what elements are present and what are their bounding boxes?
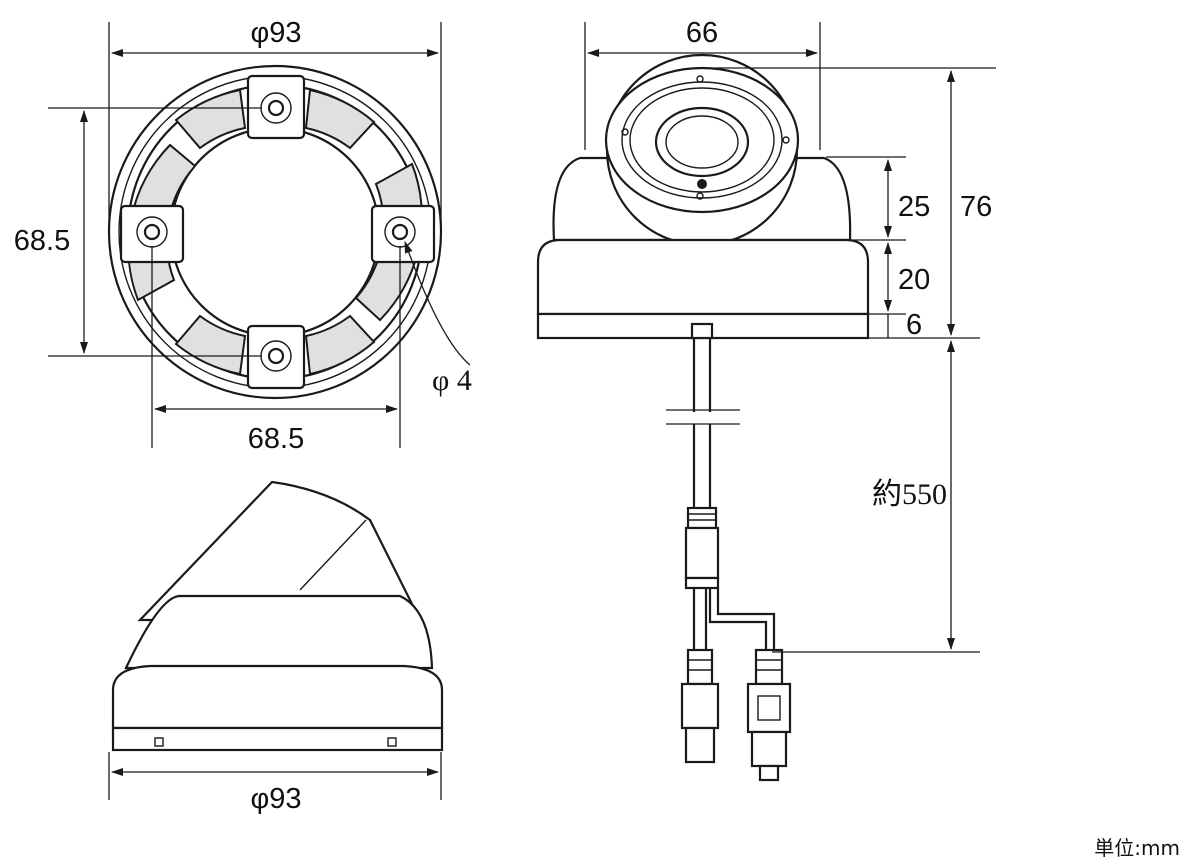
front-view [536,22,996,782]
height-76-label: 76 [960,191,992,223]
height-20-label: 20 [898,264,930,296]
hole-diameter-label: φ 4 [432,364,472,397]
cable-length-label: 約550 [872,478,947,511]
top-diameter-label: φ93 [250,17,301,49]
bottom-diameter-label: φ93 [250,783,301,815]
mount-horizontal-label: 68.5 [248,423,304,455]
height-25-label: 25 [898,191,930,223]
side-view [108,480,444,800]
top-view [48,22,471,448]
mount-vertical-label: 68.5 [14,225,70,257]
unit-label: 単位:mm [1094,836,1180,860]
height-6-label: 6 [906,309,922,341]
width-66-label: 66 [686,17,718,49]
